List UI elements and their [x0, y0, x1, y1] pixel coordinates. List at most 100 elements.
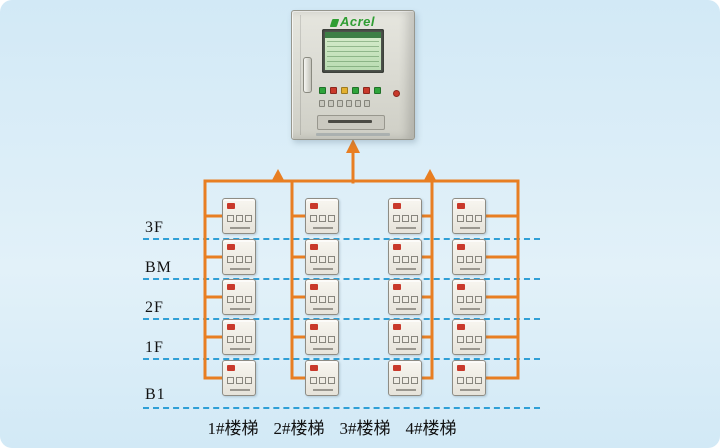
- floor-divider: [143, 278, 540, 280]
- brand-name: Acrel: [339, 14, 376, 29]
- device-slot: [230, 227, 250, 229]
- device-button: [475, 256, 482, 263]
- device-button: [411, 296, 418, 303]
- device-button: [466, 256, 473, 263]
- device-alarm-led: [457, 365, 465, 371]
- device-alarm-led: [393, 284, 401, 290]
- device-slot: [460, 389, 480, 391]
- device-2F-col3: [388, 279, 422, 315]
- device-button: [227, 296, 234, 303]
- panel-key: [364, 100, 370, 107]
- cabinet-nameplate: [316, 133, 390, 136]
- floor-divider: [143, 358, 540, 360]
- device-2F-col4: [452, 279, 486, 315]
- lcd-display: [325, 32, 381, 70]
- floor-label-1f: 1F: [145, 339, 164, 356]
- device-button: [328, 256, 335, 263]
- device-alarm-led: [310, 324, 318, 330]
- device-2F-col1: [222, 279, 256, 315]
- device-button: [227, 215, 234, 222]
- device-1F-col4: [452, 319, 486, 355]
- device-slot: [313, 268, 333, 270]
- device-button: [236, 296, 243, 303]
- device-button: [457, 296, 464, 303]
- column-label-4: 4#楼梯: [405, 419, 457, 438]
- device-alarm-led: [227, 244, 235, 250]
- device-button: [319, 215, 326, 222]
- device-2F-col2: [305, 279, 339, 315]
- brand-logo: Acrel: [292, 14, 414, 29]
- device-button: [227, 256, 234, 263]
- device-1F-col1: [222, 319, 256, 355]
- device-button: [393, 256, 400, 263]
- device-slot: [460, 308, 480, 310]
- floor-label-bm: BM: [145, 259, 172, 276]
- panel-key: [319, 100, 325, 107]
- device-slot: [460, 348, 480, 350]
- device-B1-col3: [388, 360, 422, 396]
- device-button: [310, 377, 317, 384]
- floor-label-2f: 2F: [145, 299, 164, 316]
- device-slot: [313, 308, 333, 310]
- device-button: [457, 256, 464, 263]
- device-button: [411, 256, 418, 263]
- device-button: [310, 256, 317, 263]
- panel-key: [328, 100, 334, 107]
- device-slot: [396, 389, 416, 391]
- indicator-light: [374, 87, 381, 94]
- device-button: [466, 377, 473, 384]
- device-slot: [460, 227, 480, 229]
- device-button: [402, 256, 409, 263]
- indicator-light: [330, 87, 337, 94]
- indicator-tube: [303, 57, 312, 93]
- device-button: [310, 296, 317, 303]
- device-button: [393, 336, 400, 343]
- device-button: [411, 215, 418, 222]
- key-row: [319, 100, 370, 107]
- device-3F-col3: [388, 198, 422, 234]
- device-button: [475, 215, 482, 222]
- device-button: [236, 215, 243, 222]
- device-3F-col4: [452, 198, 486, 234]
- device-alarm-led: [393, 244, 401, 250]
- device-alarm-led: [393, 203, 401, 209]
- device-B1-col1: [222, 360, 256, 396]
- indicator-light: [363, 87, 370, 94]
- device-button: [310, 336, 317, 343]
- device-button: [402, 296, 409, 303]
- indicator-light: [341, 87, 348, 94]
- device-slot: [313, 348, 333, 350]
- device-slot: [396, 348, 416, 350]
- device-3F-col1: [222, 198, 256, 234]
- floor-label-b1: B1: [145, 386, 166, 403]
- device-button: [457, 215, 464, 222]
- device-BM-col3: [388, 239, 422, 275]
- device-button: [236, 256, 243, 263]
- device-button: [402, 215, 409, 222]
- column-label-1: 1#楼梯: [207, 419, 259, 438]
- indicator-row: [319, 87, 381, 94]
- device-slot: [313, 389, 333, 391]
- floor-divider: [143, 407, 540, 409]
- device-button: [236, 336, 243, 343]
- device-button: [227, 377, 234, 384]
- device-alarm-led: [393, 365, 401, 371]
- device-button: [475, 336, 482, 343]
- column-label-3: 3#楼梯: [339, 419, 391, 438]
- floor-divider: [143, 318, 540, 320]
- device-BM-col2: [305, 239, 339, 275]
- panel-key: [346, 100, 352, 107]
- device-button: [457, 377, 464, 384]
- device-slot: [396, 308, 416, 310]
- device-slot: [230, 268, 250, 270]
- device-slot: [230, 348, 250, 350]
- device-button: [328, 215, 335, 222]
- device-alarm-led: [227, 203, 235, 209]
- device-alarm-led: [457, 203, 465, 209]
- device-alarm-led: [310, 244, 318, 250]
- device-alarm-led: [310, 284, 318, 290]
- device-alarm-led: [393, 324, 401, 330]
- device-button: [402, 377, 409, 384]
- device-button: [319, 256, 326, 263]
- device-button: [245, 336, 252, 343]
